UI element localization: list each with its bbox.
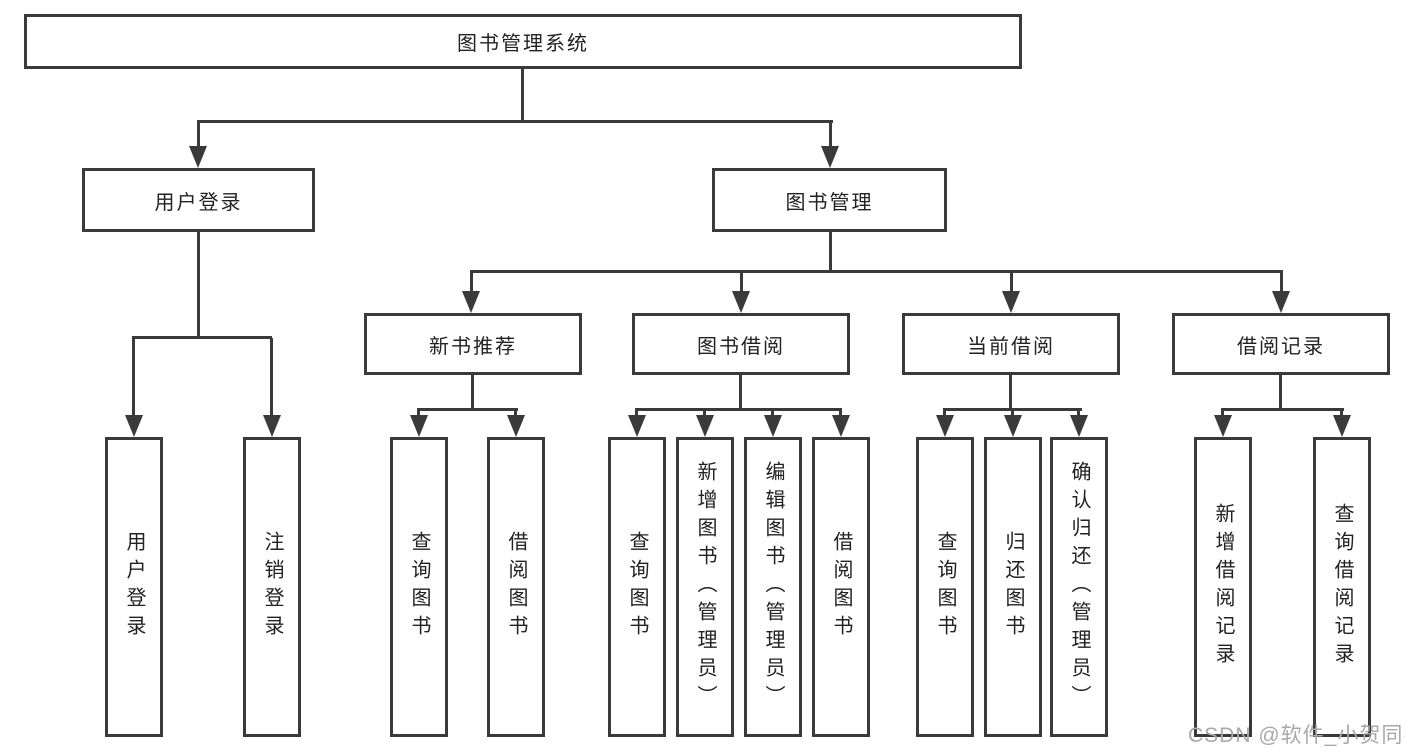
node-borrow-records: 借阅记录 bbox=[1172, 313, 1390, 375]
leaf-add-borrow-record: 新增借阅记录 bbox=[1194, 437, 1252, 737]
connector-line bbox=[1279, 373, 1282, 410]
connector-line bbox=[270, 338, 273, 418]
leaf-query-books-2: 查询图书 bbox=[608, 437, 666, 737]
connector-arrowhead-icon bbox=[1333, 415, 1351, 437]
connector-line bbox=[1009, 373, 1012, 410]
connector-line bbox=[739, 373, 742, 410]
connector-arrowhead-icon bbox=[1214, 415, 1232, 437]
connector-line bbox=[471, 373, 474, 410]
connector-line bbox=[1221, 410, 1224, 418]
connector-line bbox=[1280, 272, 1283, 294]
connector-line bbox=[470, 270, 1283, 273]
watermark: CSDN @软件_小贺同学 bbox=[1188, 724, 1405, 747]
leaf-edit-books-admin: 编辑图书（管理员） bbox=[744, 437, 802, 737]
connector-arrowhead-icon bbox=[189, 146, 207, 168]
connector-line bbox=[132, 336, 272, 339]
leaf-user-login: 用户登录 bbox=[105, 437, 163, 737]
connector-arrowhead-icon bbox=[1004, 415, 1022, 437]
connector-line bbox=[740, 272, 743, 294]
node-current-borrow: 当前借阅 bbox=[902, 313, 1120, 375]
connector-line bbox=[635, 408, 842, 411]
leaf-borrow-books-2: 借阅图书 bbox=[812, 437, 870, 737]
connector-line bbox=[417, 410, 420, 418]
node-new-book-recommend: 新书推荐 bbox=[364, 313, 582, 375]
leaf-logout: 注销登录 bbox=[243, 437, 301, 737]
connector-line bbox=[514, 410, 517, 418]
connector-arrowhead-icon bbox=[462, 291, 480, 313]
leaf-return-books: 归还图书 bbox=[984, 437, 1042, 737]
connector-arrowhead-icon bbox=[764, 415, 782, 437]
connector-arrowhead-icon bbox=[732, 291, 750, 313]
leaf-query-books-3: 查询图书 bbox=[916, 437, 974, 737]
connector-line bbox=[829, 122, 832, 150]
connector-arrowhead-icon bbox=[936, 415, 954, 437]
node-root: 图书管理系统 bbox=[24, 14, 1022, 69]
node-book-management: 图书管理 bbox=[712, 168, 947, 232]
connector-arrowhead-icon bbox=[696, 415, 714, 437]
connector-line bbox=[635, 410, 638, 418]
node-user-login: 用户登录 bbox=[82, 168, 315, 232]
connector-line bbox=[839, 410, 842, 418]
leaf-add-books-admin: 新增图书（管理员） bbox=[676, 437, 734, 737]
connector-arrowhead-icon bbox=[410, 415, 428, 437]
connector-line bbox=[943, 408, 1082, 411]
connector-arrowhead-icon bbox=[628, 415, 646, 437]
connector-line bbox=[943, 410, 946, 418]
connector-line bbox=[197, 122, 200, 150]
connector-arrowhead-icon bbox=[507, 415, 525, 437]
connector-arrowhead-icon bbox=[821, 146, 839, 168]
leaf-borrow-books-1: 借阅图书 bbox=[487, 437, 545, 737]
connector-arrowhead-icon bbox=[263, 415, 281, 437]
connector-arrowhead-icon bbox=[1002, 291, 1020, 313]
leaf-confirm-return-admin: 确认归还（管理员） bbox=[1050, 437, 1108, 737]
leaf-query-borrow-record: 查询借阅记录 bbox=[1313, 437, 1371, 737]
connector-line bbox=[132, 338, 135, 418]
connector-line bbox=[197, 120, 833, 123]
connector-line bbox=[829, 230, 832, 272]
connector-line bbox=[521, 67, 524, 122]
node-book-borrow: 图书借阅 bbox=[632, 313, 850, 375]
connector-line bbox=[470, 272, 473, 294]
connector-line bbox=[1011, 410, 1014, 418]
connector-line bbox=[703, 410, 706, 418]
connector-line bbox=[1077, 410, 1080, 418]
connector-line bbox=[417, 408, 518, 411]
leaf-query-books-1: 查询图书 bbox=[390, 437, 448, 737]
connector-line bbox=[197, 230, 200, 338]
connector-line bbox=[1340, 410, 1343, 418]
connector-line bbox=[1010, 272, 1013, 294]
connector-line bbox=[771, 410, 774, 418]
connector-arrowhead-icon bbox=[125, 415, 143, 437]
connector-arrowhead-icon bbox=[1272, 291, 1290, 313]
connector-arrowhead-icon bbox=[1070, 415, 1088, 437]
connector-line bbox=[1221, 408, 1344, 411]
connector-arrowhead-icon bbox=[832, 415, 850, 437]
